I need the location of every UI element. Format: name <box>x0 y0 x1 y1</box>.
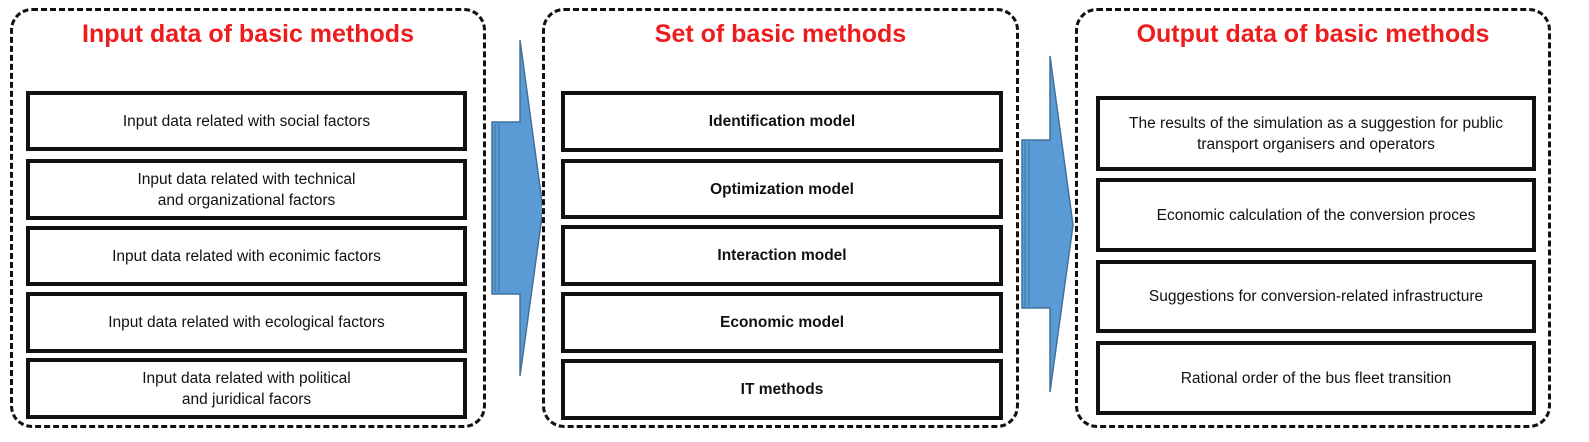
input-to-methods-arrow-icon <box>491 39 544 377</box>
simulation-results-box: The results of the simulation as a sugge… <box>1096 96 1536 171</box>
input-data-panel: Input data of basic methods Input data r… <box>10 8 486 428</box>
infrastructure-suggestions-box: Suggestions for conversion-related infra… <box>1096 260 1536 333</box>
methods-panel-title: Set of basic methods <box>654 20 907 48</box>
output-data-panel-title: Output data of basic methods <box>1136 20 1490 48</box>
input-ecological-factors-box: Input data related with ecological facto… <box>26 292 467 353</box>
input-social-factors-box: Input data related with social factors <box>26 91 467 151</box>
economic-calculation-box: Economic calculation of the conversion p… <box>1096 178 1536 252</box>
input-political-factors-box: Input data related with political and ju… <box>26 358 467 419</box>
it-methods-box: IT methods <box>561 359 1003 420</box>
bus-fleet-transition-box: Rational order of the bus fleet transiti… <box>1096 341 1536 415</box>
optimization-model-box: Optimization model <box>561 159 1003 219</box>
methods-to-output-arrow-icon <box>1021 55 1074 393</box>
input-technical-factors-box: Input data related with technical and or… <box>26 159 467 220</box>
output-data-panel: Output data of basic methods The results… <box>1075 8 1551 428</box>
input-economic-factors-box: Input data related with econimic factors <box>26 226 467 286</box>
methods-panel: Set of basic methods Identification mode… <box>542 8 1019 428</box>
identification-model-box: Identification model <box>561 91 1003 152</box>
economic-model-box: Economic model <box>561 292 1003 353</box>
input-data-panel-title: Input data of basic methods <box>82 20 414 48</box>
interaction-model-box: Interaction model <box>561 225 1003 286</box>
